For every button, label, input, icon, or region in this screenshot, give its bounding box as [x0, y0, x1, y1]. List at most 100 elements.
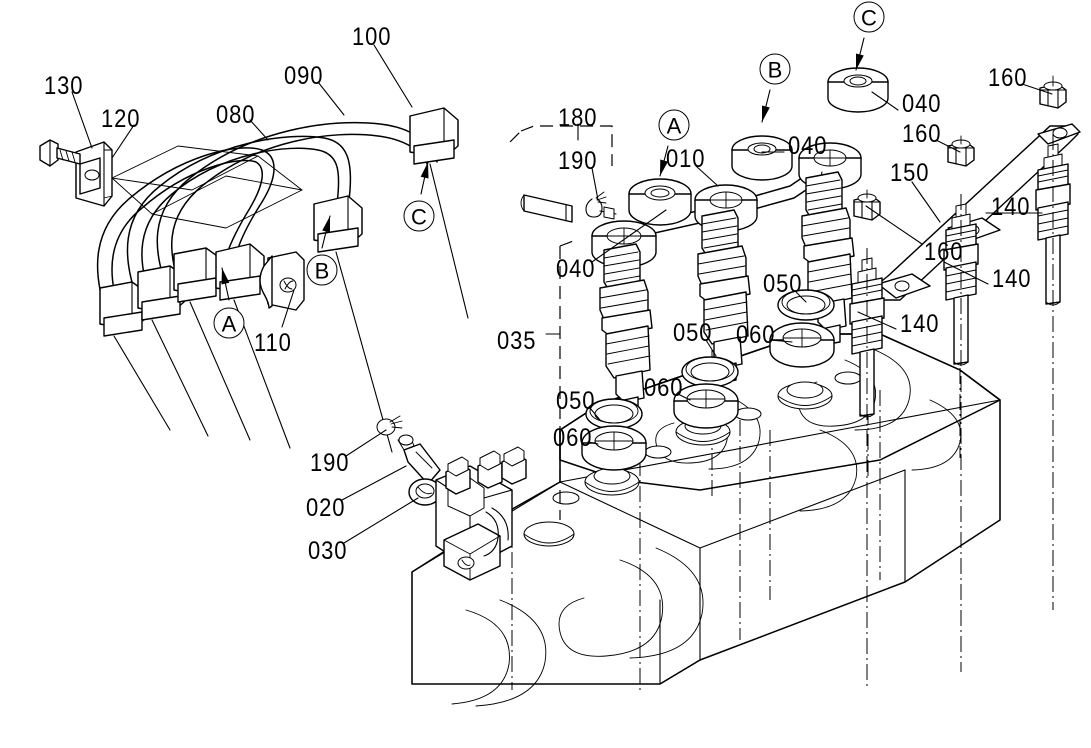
nut-040-left-upper [628, 178, 692, 226]
part-020-feed-pump [397, 434, 441, 485]
callout-label-040-nut-040-right: 040 [902, 90, 941, 118]
leader-nut-160-right [1021, 83, 1053, 95]
leader-injection-pipe-3 [373, 44, 413, 108]
pipe-shield-plate [111, 145, 303, 229]
leader-fuel-filter-body [341, 465, 407, 501]
callout-label-040-nut-040-upper: 040 [788, 132, 827, 160]
callout-label-150-glow-plug-connector-bar: 150 [890, 159, 929, 187]
callout-label-080-injection-pipe-1: 080 [216, 101, 255, 129]
callout-label-160-nut-160-right: 160 [988, 64, 1027, 92]
leader-gasket-030 [343, 497, 419, 544]
injector-left [599, 243, 653, 417]
pipe-union-5 [313, 195, 363, 253]
injection-pump-head [435, 446, 527, 581]
callout-label-130-bolt: 130 [44, 72, 83, 100]
seal-060-left [581, 425, 647, 471]
part-110-pipe-clamp [259, 251, 305, 311]
seal-060-right [769, 322, 835, 368]
part-180-fuel-hose [520, 194, 573, 223]
glow-plug-right [1035, 134, 1071, 610]
callout-label-190-hose-clip: 190 [558, 147, 597, 175]
seal-060-mid [673, 383, 739, 429]
nut-160-mid [947, 135, 975, 167]
balloon-b-bB-left: B [306, 215, 338, 286]
callout-label-100-injection-pipe-3: 100 [352, 23, 391, 51]
part-120-clamp-plate [75, 141, 113, 207]
balloon-b-bB-right: B [759, 53, 791, 123]
callout-label-060-seal-060-right: 060 [736, 321, 775, 349]
balloon-arrowhead [420, 162, 429, 179]
balloon-arrowhead [660, 159, 668, 176]
leader-seal-060-mid [677, 393, 691, 401]
leader-gasket-050-right [795, 291, 807, 303]
leader-nut-160-left [865, 205, 923, 245]
balloon-arrowhead [856, 53, 864, 70]
callout-label-035-assembly-bracket-group: 035 [497, 327, 536, 355]
leader-clamp-plate [111, 124, 135, 159]
part-130-bolt [39, 139, 81, 167]
balloon-circle [853, 1, 885, 33]
leader-glow-plug-left [857, 311, 897, 330]
leader-hose-clip [591, 167, 599, 201]
callout-label-160-nut-160-left: 160 [924, 238, 963, 266]
leader-pipe-clamp [281, 289, 295, 328]
callout-label-160-nut-160-mid: 160 [902, 120, 941, 148]
callout-label-120-clamp-plate: 120 [101, 105, 140, 133]
balloon-circle [306, 254, 338, 286]
balloon-letter: A [667, 114, 682, 139]
leader-gasket-050-mid [705, 339, 717, 357]
balloon-a-bA-right: A [658, 109, 690, 177]
balloon-c-bC-left: C [403, 161, 435, 232]
balloon-letter: A [222, 312, 237, 337]
leader-nut-040-left [591, 209, 667, 263]
callout-label-050-gasket-050-left: 050 [556, 387, 595, 415]
gasket-050-right [777, 289, 835, 321]
callout-label-090-injection-pipe-2: 090 [284, 62, 323, 90]
balloon-circle [213, 307, 245, 339]
balloon-letter: B [768, 58, 783, 83]
callout-label-030-gasket-030: 030 [308, 537, 347, 565]
callout-label-060-seal-060-mid: 060 [644, 374, 683, 402]
injector-mid [697, 209, 751, 383]
glow-plug-left [849, 248, 885, 690]
leader-hose-clip-lower [345, 429, 387, 457]
leader-glow-plug-mid [943, 261, 989, 285]
part-190-hose-clip-upper [585, 191, 607, 218]
balloon-circle [759, 53, 791, 85]
callout-label-050-gasket-050-mid: 050 [673, 319, 712, 347]
nut-160-right [1039, 75, 1067, 109]
part-190-hose-clip-lower [376, 415, 403, 436]
balloon-a-bA-left: A [213, 267, 245, 339]
leader-injection-pipe-2 [317, 81, 345, 116]
callout-label-060-seal-060-left: 060 [553, 424, 592, 452]
callout-label-020-fuel-filter-body: 020 [306, 494, 345, 522]
gasket-050-mid [681, 356, 739, 388]
callout-label-050-gasket-050-right: 050 [763, 270, 802, 298]
leader-glow-plug-connector-bar [911, 181, 941, 223]
balloon-letter: B [315, 259, 330, 284]
callout-label-140-glow-plug-mid: 140 [992, 265, 1031, 293]
balloon-circle [658, 109, 690, 141]
callout-label-140-glow-plug-right: 140 [991, 193, 1030, 221]
leader-nut-040-right [871, 91, 899, 111]
pipe-union-1 [99, 281, 147, 337]
leader-lines-group [71, 44, 1053, 544]
leader-seal-060-left [587, 441, 599, 445]
glow-plug-mid [943, 194, 979, 672]
hose-ferrule [603, 206, 615, 220]
balloon-arrowhead [221, 268, 230, 285]
nut-040-right-upper [827, 67, 889, 113]
callout-label-140-glow-plug-left: 140 [900, 310, 939, 338]
nut-160-left [853, 189, 881, 221]
callout-label-180-fuel-hose: 180 [558, 104, 597, 132]
leader-nut-160-mid [935, 139, 961, 153]
callout-label-010-injection-pipe-assy: 010 [666, 145, 705, 173]
balloon-circle [403, 200, 435, 232]
callout-label-040-nut-040-left: 040 [556, 255, 595, 283]
pipe-union-6 [409, 107, 459, 165]
nut-040-mid-upper [731, 135, 793, 181]
balloon-arrowhead [322, 216, 330, 233]
